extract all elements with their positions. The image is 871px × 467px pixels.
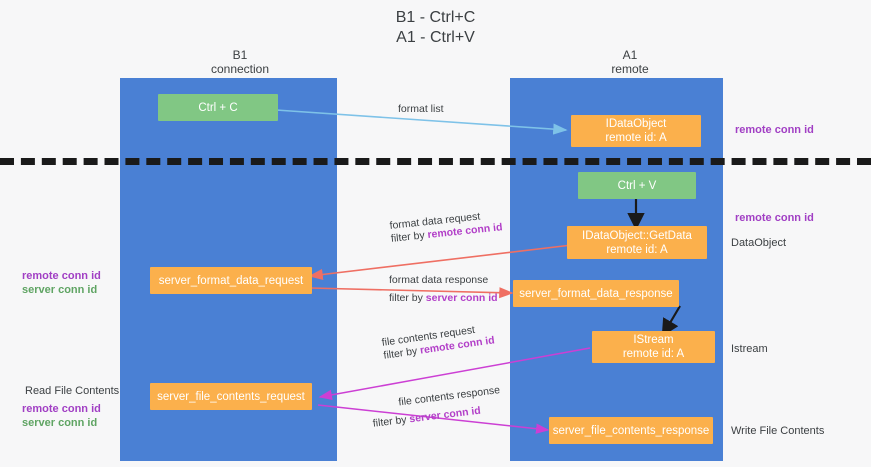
node-ctrl-c[interactable]: Ctrl + C — [158, 94, 278, 121]
filter-prefix: filter by — [389, 292, 426, 304]
side-label-remote-conn-id-mid: remote conn id — [735, 212, 814, 224]
node-server-format-data-response-label: server_format_data_response — [519, 287, 673, 300]
node-getdata-line1: IDataObject::GetData — [582, 229, 692, 242]
column-left-name: B1 — [232, 48, 248, 62]
title-line-2: A1 - Ctrl+V — [396, 29, 475, 46]
edge-label-format-data-response: format data response filter by server co… — [389, 274, 498, 305]
node-getdata-line2: remote id: A — [606, 243, 668, 256]
node-server-file-contents-response[interactable]: server_file_contents_response — [549, 417, 713, 444]
node-server-format-data-request[interactable]: server_format_data_request — [150, 267, 312, 294]
node-istream[interactable]: IStream remote id: A — [592, 331, 715, 363]
filter-prefix: filter by — [390, 229, 429, 245]
node-server-file-contents-request[interactable]: server_file_contents_request — [150, 383, 312, 410]
side-label-left-remote-conn-id: remote conn id — [22, 270, 101, 282]
side-label-left-bottom-remote-conn-id: remote conn id — [22, 403, 101, 415]
node-server-format-data-request-label: server_format_data_request — [158, 274, 304, 287]
edge-label-format-list: format list — [398, 103, 444, 115]
edge-label-file-contents-response-filter: filter by server conn id — [372, 402, 503, 431]
node-istream-line1: IStream — [633, 334, 674, 346]
node-ctrl-v[interactable]: Ctrl + V — [578, 172, 696, 199]
node-idataobject-getdata[interactable]: IDataObject::GetData remote id: A — [567, 226, 707, 259]
edge-label-format-data-request: format data request filter by remote con… — [389, 208, 503, 246]
filter-key-server-conn-id: server conn id — [425, 292, 498, 304]
title-line-1: B1 - Ctrl+C — [395, 9, 476, 26]
column-header-left: B1 connection — [150, 48, 330, 76]
side-label-write-file-contents: Write File Contents — [731, 425, 825, 437]
section-divider — [0, 158, 871, 165]
edge-label-format-data-response-filter: filter by server conn id — [389, 292, 498, 305]
column-right-name: A1 — [622, 48, 638, 62]
node-server-file-contents-request-label: server_file_contents_request — [157, 390, 305, 403]
side-label-istream: Istream — [731, 343, 768, 355]
node-istream-line2: remote id: A — [622, 348, 685, 360]
node-ctrl-c-label: Ctrl + C — [198, 101, 238, 114]
filter-key-server-conn-id: server conn id — [408, 404, 482, 426]
column-header-right: A1 remote — [540, 48, 720, 76]
node-server-file-contents-response-label: server_file_contents_response — [552, 424, 710, 437]
side-label-left-bottom-server-conn-id: server conn id — [22, 417, 98, 429]
node-idataobject-line2: remote id: A — [605, 132, 667, 144]
edge-label-file-contents-response: file contents response filter by server … — [370, 384, 503, 431]
node-ctrl-v-label: Ctrl + V — [617, 179, 657, 192]
diagram-title: B1 - Ctrl+C A1 - Ctrl+V — [0, 8, 871, 48]
node-idataobject-line1: IDataObject — [605, 118, 667, 130]
column-left-role: connection — [210, 62, 270, 76]
node-server-format-data-response[interactable]: server_format_data_response — [513, 280, 679, 307]
edge-label-file-contents-request: file contents request filter by remote c… — [381, 321, 496, 362]
node-idataobject[interactable]: IDataObject remote id: A — [571, 115, 701, 147]
side-label-left-server-conn-id: server conn id — [22, 284, 98, 296]
side-label-read-file-contents: Read File Contents — [25, 385, 120, 397]
column-right-role: remote — [611, 62, 649, 76]
filter-prefix: filter by — [372, 413, 411, 430]
side-label-remote-conn-id-top: remote conn id — [735, 124, 814, 136]
side-label-dataobject: DataObject — [731, 237, 787, 249]
edge-label-format-data-response-main: format data response — [389, 274, 489, 286]
